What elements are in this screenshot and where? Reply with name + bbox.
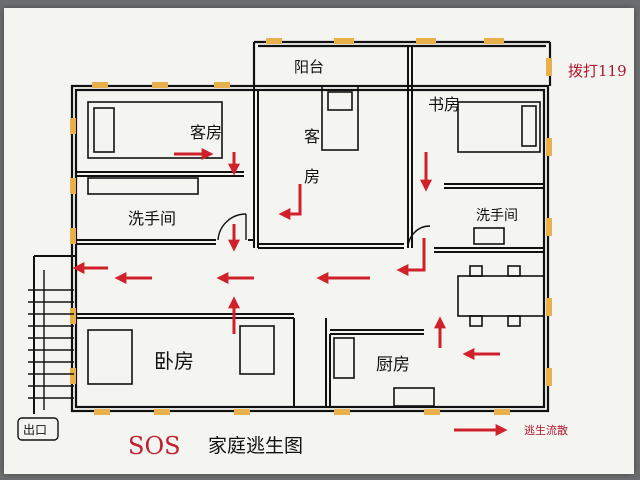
wardrobe-bottom-left bbox=[87, 329, 133, 385]
legend-label: 逃生流散 bbox=[524, 423, 568, 437]
bed-top-right bbox=[457, 101, 541, 153]
paper-sheet: 阳台 客房 客 房 书房 洗手间 洗手间 卧房 厨房 拨打119 出口 SOS … bbox=[4, 8, 634, 474]
sink-left bbox=[87, 177, 199, 195]
room-washroom-left: 洗手间 bbox=[128, 209, 176, 228]
floor-plan: 阳台 客房 客 房 书房 洗手间 洗手间 卧房 厨房 拨打119 出口 SOS … bbox=[17, 38, 627, 460]
furniture bbox=[87, 85, 545, 407]
stove bbox=[239, 325, 275, 375]
interior-walls bbox=[33, 46, 544, 414]
room-washroom-right: 洗手间 bbox=[476, 208, 518, 224]
staircase bbox=[28, 270, 74, 410]
call-note: 拨打119 bbox=[568, 62, 627, 80]
sink-right bbox=[473, 227, 505, 245]
room-kitchen: 厨房 bbox=[376, 355, 410, 375]
exit-label: 出口 bbox=[23, 423, 47, 437]
title-text: 家庭逃生图 bbox=[208, 435, 303, 457]
room-balcony: 阳台 bbox=[294, 58, 324, 76]
room-bedroom-center-b: 房 bbox=[304, 167, 320, 186]
fridge bbox=[333, 337, 355, 379]
window-markers bbox=[70, 38, 552, 415]
escape-arrows bbox=[72, 148, 508, 436]
bed-center bbox=[321, 85, 359, 151]
room-bedroom-top-left: 客房 bbox=[190, 123, 222, 142]
room-bedroom-top-right: 书房 bbox=[428, 95, 460, 114]
door-swings bbox=[217, 213, 431, 249]
arrow-5 bbox=[396, 238, 426, 276]
room-bedroom-center-a: 客 bbox=[304, 127, 320, 146]
exit-box bbox=[17, 417, 59, 441]
dining-table bbox=[457, 275, 545, 317]
room-bedroom-bottom-left: 卧房 bbox=[154, 349, 194, 373]
kitchen-counter bbox=[393, 387, 435, 407]
arrow-3 bbox=[278, 184, 302, 220]
bed-top-left bbox=[87, 101, 223, 159]
title-sos: SOS bbox=[128, 432, 181, 460]
